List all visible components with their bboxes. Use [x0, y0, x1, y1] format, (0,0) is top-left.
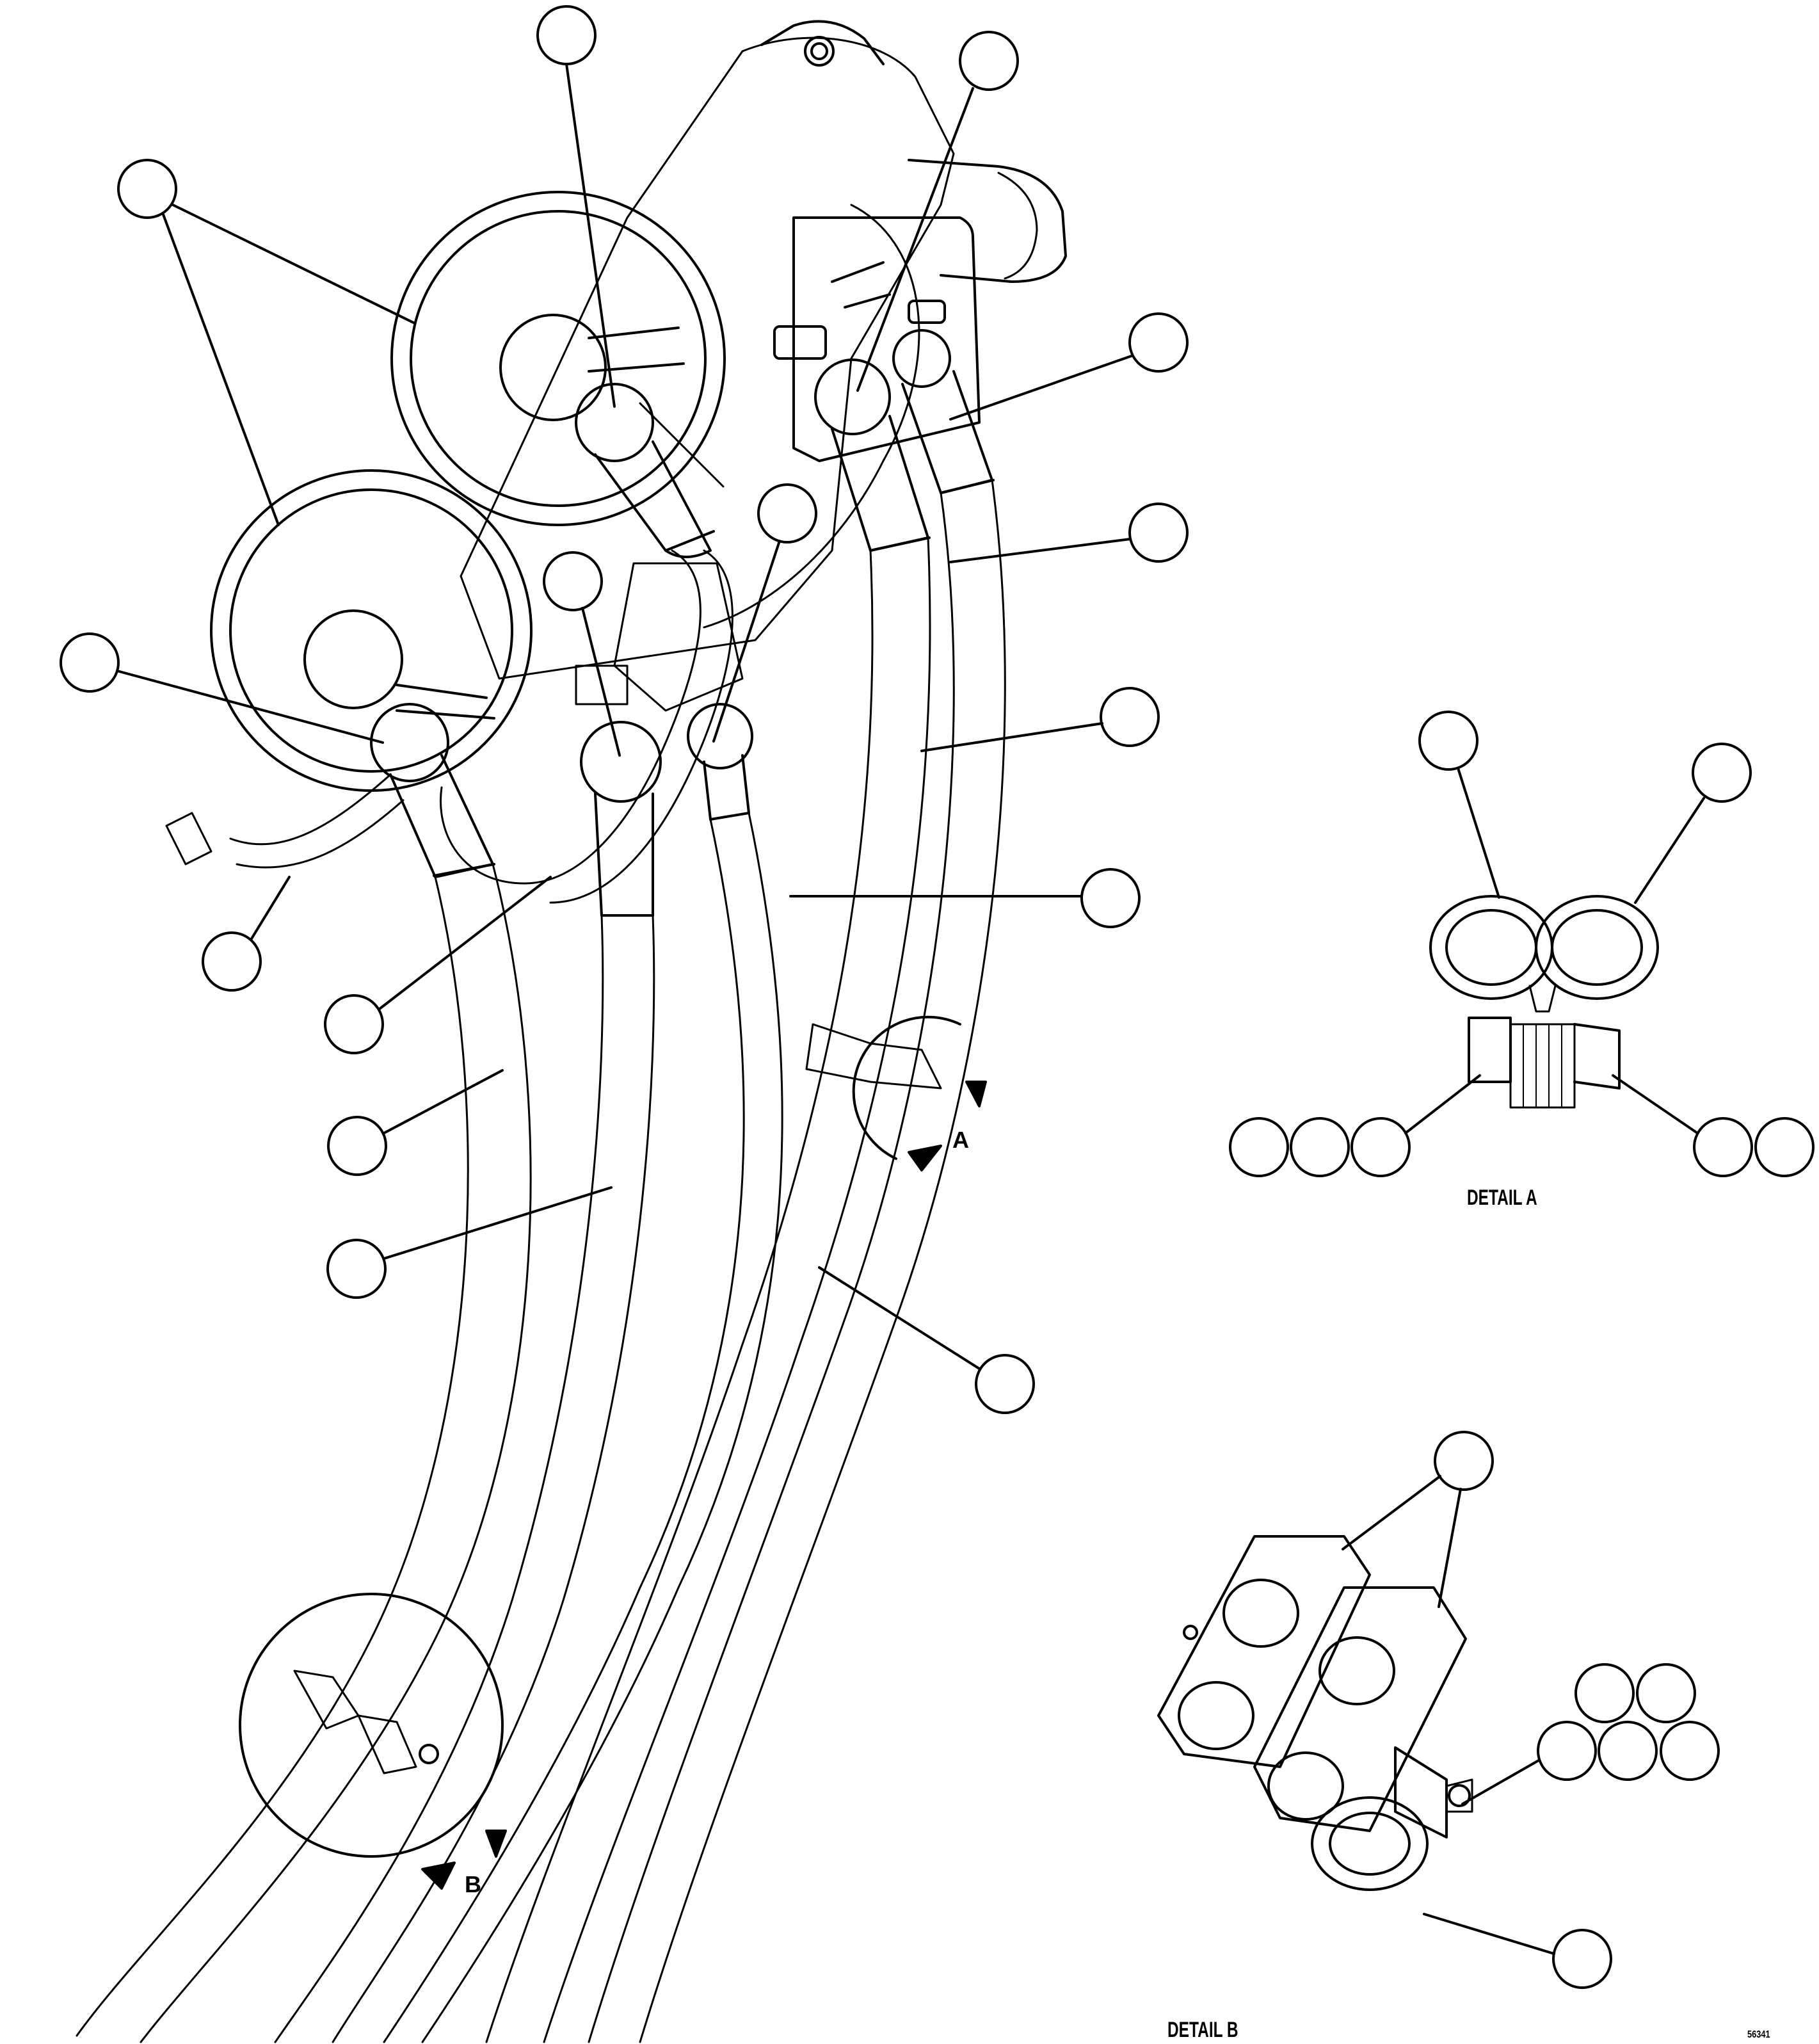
callout-bubble: [1080, 868, 1141, 928]
callout-bubble: [536, 5, 597, 65]
terminal-boot-right-2: [892, 329, 995, 494]
view-a-callout: [805, 1015, 987, 1171]
callout-bubble: [959, 31, 1019, 91]
motor-housing: [460, 20, 1067, 680]
callout-bubble: [202, 931, 262, 992]
callout-bubble: [1418, 711, 1478, 771]
callout-bubble: [1290, 1117, 1350, 1177]
callout-bubble: [1100, 687, 1160, 747]
view-b-letter: B: [465, 1871, 481, 1897]
callout-bubble: [1537, 1721, 1597, 1781]
view-b-callout: [239, 1593, 507, 1890]
cable-harness: [76, 479, 1006, 2043]
callout-bubble: [1693, 1117, 1753, 1177]
callout-bubbles: [60, 5, 1815, 1989]
upper-solenoid: [390, 191, 726, 526]
callout-bubble: [1636, 1663, 1696, 1723]
callout-bubble: [1350, 1117, 1411, 1177]
callout-bubble: [1229, 1117, 1289, 1177]
detail-b-caption: DETAIL B: [1167, 2018, 1238, 2042]
callout-bubble: [1754, 1117, 1815, 1177]
terminal-boot-center-right: [687, 703, 753, 821]
terminal-boot-upper: [575, 383, 715, 558]
terminal-boot-lower-left: [370, 703, 495, 878]
view-a-letter: A: [952, 1127, 969, 1153]
terminal-bracket: [575, 216, 981, 712]
callout-bubble: [1128, 503, 1189, 563]
callout-bubble: [1552, 1929, 1612, 1989]
detail-a-caption: DETAIL A: [1467, 1186, 1537, 1210]
callout-bubble: [757, 483, 817, 543]
detail-b-clamp-block: [1157, 1535, 1473, 1891]
callout-bubble: [326, 1239, 387, 1299]
callout-bubble: [324, 994, 384, 1054]
terminal-boot-right-1: [814, 358, 931, 552]
callout-bubble: [1692, 743, 1752, 803]
callout-bubble: [975, 1354, 1035, 1414]
callout-bubble: [1434, 1431, 1494, 1491]
callout-bubble: [60, 632, 120, 693]
callout-bubble: [1598, 1721, 1658, 1781]
callout-bubble: [1128, 312, 1189, 373]
callout-bubble: [543, 551, 603, 611]
terminal-boot-center: [580, 721, 662, 917]
callout-bubble: [1660, 1721, 1720, 1781]
callout-bubble: [117, 159, 177, 219]
callout-bubble: [1575, 1663, 1635, 1723]
figure-number: 56341: [1747, 2029, 1770, 2040]
callout-bubble: [327, 1116, 387, 1176]
detail-a-clamp: [1429, 895, 1659, 1109]
